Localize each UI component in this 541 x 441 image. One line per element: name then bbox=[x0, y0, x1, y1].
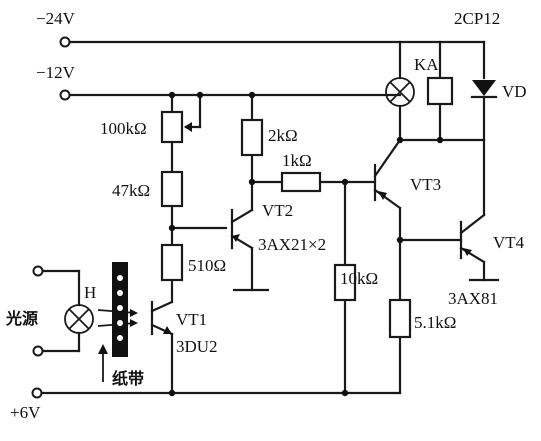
transistor-vt2-icon bbox=[230, 208, 254, 250]
relay-label: KA bbox=[414, 55, 439, 74]
vt3-label: VT3 bbox=[410, 175, 441, 194]
resistor-51k-label: 5.1kΩ bbox=[414, 313, 456, 332]
resistor-51k-icon bbox=[388, 298, 412, 339]
transistor-vt4-icon bbox=[459, 138, 500, 282]
light-source-lamp-icon bbox=[64, 304, 94, 334]
resistor-47k-label: 47kΩ bbox=[112, 181, 150, 200]
supply-label-minus-12v: −12V bbox=[36, 63, 76, 82]
resistor-2k-icon bbox=[240, 118, 264, 157]
resistor-1k-label: 1kΩ bbox=[282, 151, 312, 170]
relay-coil-icon bbox=[426, 76, 454, 106]
supply-label-plus-6v: +6V bbox=[10, 403, 41, 422]
diode-label: VD bbox=[502, 82, 527, 101]
tape-direction-arrow-icon bbox=[98, 344, 108, 382]
indicator-lamp-icon bbox=[385, 77, 415, 107]
vt4-label: VT4 bbox=[493, 233, 525, 252]
rail-minus-24v bbox=[59, 36, 486, 48]
resistor-51k-wiring bbox=[398, 238, 463, 395]
vt2-collector-wiring bbox=[232, 93, 377, 292]
diode-icon bbox=[470, 80, 498, 99]
transistor-vt3-icon bbox=[373, 138, 402, 302]
vt4-type-label: 3AX81 bbox=[448, 289, 498, 308]
resistor-1k-icon bbox=[280, 171, 322, 193]
diode-part-label: 2CP12 bbox=[454, 9, 500, 28]
resistor-2k-label: 2kΩ bbox=[268, 126, 298, 145]
resistor-10k-label: 10kΩ bbox=[340, 269, 378, 288]
pot-label: 100kΩ bbox=[100, 119, 147, 138]
rail-plus-6v bbox=[31, 387, 402, 399]
light-source-wiring bbox=[32, 265, 81, 357]
tape-label: 纸带 bbox=[112, 369, 144, 388]
vt2-label: VT2 bbox=[262, 201, 293, 220]
resistor-510-icon bbox=[160, 243, 184, 282]
resistor-47k-icon bbox=[160, 170, 184, 208]
paper-tape-icon bbox=[112, 262, 128, 357]
resistor-510-label: 510Ω bbox=[188, 256, 226, 275]
transistor-vt1-icon bbox=[150, 300, 174, 395]
vt2-type-label: 3AX21×2 bbox=[258, 235, 326, 254]
lamp-ref-label: H bbox=[84, 283, 96, 302]
supply-label-minus-24v: −24V bbox=[36, 9, 76, 28]
lamp-label: 光源 bbox=[5, 309, 38, 328]
vt1-type-label: 3DU2 bbox=[176, 337, 218, 356]
vt1-label: VT1 bbox=[176, 310, 207, 329]
junction-dots bbox=[168, 91, 444, 397]
resistor-10k-icon bbox=[333, 263, 357, 302]
potentiometer-icon bbox=[160, 110, 192, 144]
rail-minus-12v bbox=[59, 89, 402, 101]
